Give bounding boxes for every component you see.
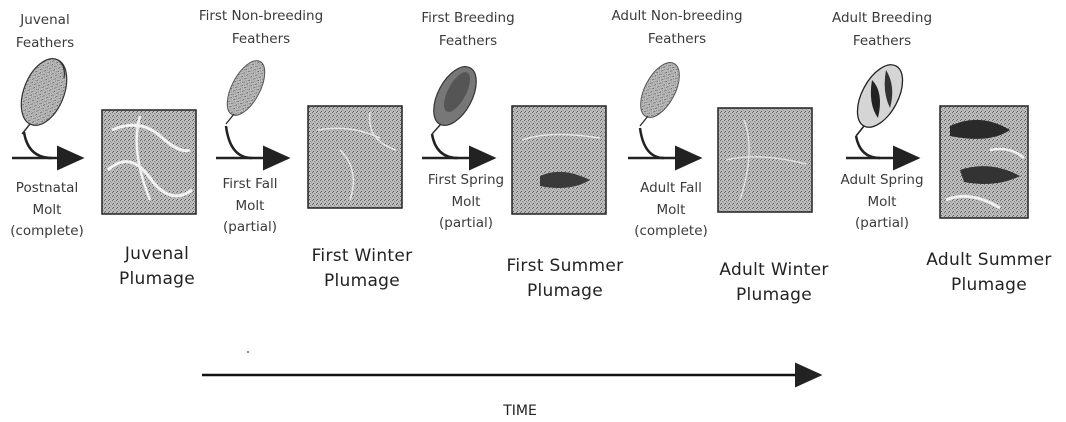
molt-arrow-4 bbox=[628, 128, 700, 158]
plumage-image-1 bbox=[102, 110, 196, 214]
molt-arrow-3 bbox=[422, 134, 494, 158]
plumage-label-4: Adult WinterPlumage bbox=[708, 262, 840, 304]
feather-label-1: JuvenalFeathers bbox=[10, 14, 80, 50]
plumage-label-3: First SummerPlumage bbox=[494, 258, 636, 300]
molt-label-1: PostnatalMolt(complete) bbox=[4, 182, 90, 239]
molt-arrow-1 bbox=[12, 132, 82, 158]
feather-label-5: Adult BreedingFeathers bbox=[822, 12, 942, 48]
feather-icon-5 bbox=[848, 58, 912, 136]
feather-label-3: First BreedingFeathers bbox=[410, 12, 526, 48]
molt-label-4: Adult FallMolt(complete) bbox=[626, 182, 716, 239]
feather-icon-1 bbox=[12, 52, 75, 134]
plumage-label-2: First WinterPlumage bbox=[296, 248, 428, 290]
molt-label-2: First FallMolt(partial) bbox=[210, 178, 290, 235]
time-label: TIME bbox=[490, 404, 550, 418]
plumage-image-5 bbox=[940, 106, 1028, 218]
plumage-image-2 bbox=[308, 106, 402, 208]
plumage-image-3 bbox=[512, 106, 606, 214]
plumage-label-5: Adult SummerPlumage bbox=[916, 252, 1062, 294]
molt-label-5: Adult SpringMolt(partial) bbox=[834, 174, 930, 231]
molt-arrow-2 bbox=[216, 126, 288, 158]
feather-icon-4 bbox=[633, 56, 688, 126]
stray-dot bbox=[247, 351, 249, 353]
feather-icon-3 bbox=[425, 60, 485, 134]
plumage-label-1: JuvenalPlumage bbox=[108, 246, 206, 288]
feather-icon-2 bbox=[220, 55, 273, 124]
feather-label-2: First Non-breedingFeathers bbox=[188, 10, 334, 46]
molt-label-3: First SpringMolt(partial) bbox=[418, 174, 514, 231]
molt-arrow-5 bbox=[846, 136, 918, 158]
feather-label-4: Adult Non-breedingFeathers bbox=[604, 10, 750, 46]
plumage-image-4 bbox=[718, 108, 812, 212]
